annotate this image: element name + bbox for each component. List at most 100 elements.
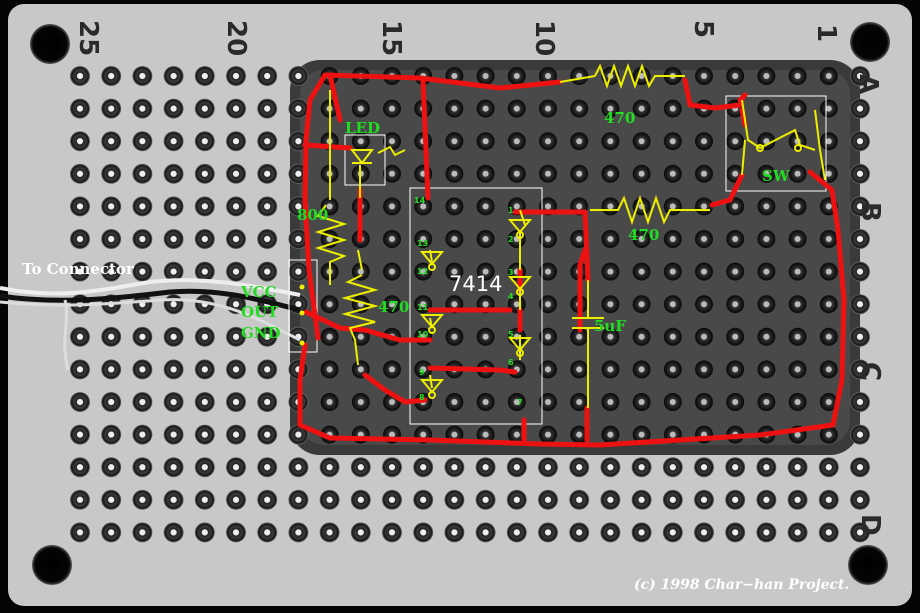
- board-hole-center: [482, 138, 489, 145]
- pin-12: 12: [417, 267, 428, 276]
- board-hole-center: [701, 73, 707, 79]
- to-connector-label: To Connector: [22, 260, 135, 278]
- board-hole: [850, 261, 870, 282]
- board-hole-center: [576, 170, 583, 177]
- board-hole-center: [607, 170, 614, 177]
- board-hole-center: [576, 431, 583, 438]
- board-hole-center: [420, 268, 427, 275]
- row-letter-d: D: [855, 514, 885, 536]
- board-hole-center: [513, 431, 520, 438]
- board-hole-center: [357, 399, 364, 405]
- resistor-470-left-label: 470: [378, 298, 409, 316]
- pin-9: 9: [419, 368, 425, 377]
- board-hole: [194, 424, 215, 445]
- board-hole-center: [638, 236, 645, 242]
- board-hole: [194, 261, 215, 282]
- board-hole-center: [638, 268, 645, 275]
- board-hole: [288, 98, 309, 119]
- board-hole-center: [513, 105, 520, 112]
- board-hole-center: [669, 138, 676, 145]
- board-hole: [850, 229, 870, 249]
- board-hole-center: [763, 236, 770, 242]
- board-hole: [694, 489, 714, 510]
- row-letter-b: B: [855, 202, 885, 222]
- board-hole-center: [763, 268, 770, 275]
- board-hole: [101, 424, 122, 445]
- board-hole: [444, 457, 465, 478]
- board-hole: [787, 457, 808, 478]
- board-hole: [163, 424, 184, 445]
- board-hole: [194, 131, 215, 152]
- board-hole: [226, 457, 246, 478]
- board-hole-center: [825, 431, 832, 438]
- board-hole-center: [669, 268, 676, 275]
- board-hole-center: [638, 333, 645, 340]
- board-hole: [194, 294, 215, 315]
- board-hole: [257, 229, 278, 249]
- board-hole-center: [763, 170, 770, 177]
- board-hole: [850, 196, 870, 217]
- board-hole-center: [482, 105, 489, 112]
- board-hole: [132, 229, 153, 249]
- board-hole-center: [794, 333, 801, 340]
- board-hole-center: [701, 203, 707, 210]
- board-hole-center: [732, 301, 739, 308]
- mount-hole-top-right: [850, 22, 890, 62]
- resistor-470-mid-label: 470: [628, 226, 659, 244]
- board-hole-center: [451, 236, 458, 242]
- board-hole: [163, 261, 184, 282]
- board-hole: [538, 522, 558, 543]
- board-hole: [194, 392, 215, 412]
- vcc-label: VCC: [240, 283, 277, 301]
- board-hole-center: [607, 268, 614, 275]
- board-hole-center: [607, 431, 614, 438]
- pin-10: 10: [417, 330, 429, 339]
- board-hole: [350, 489, 371, 510]
- board-hole: [132, 98, 153, 119]
- board-hole: [850, 98, 870, 119]
- board-hole: [850, 131, 870, 152]
- led-label: LED: [345, 119, 380, 137]
- board-hole-center: [669, 301, 676, 308]
- board-hole-center: [545, 236, 551, 242]
- board-hole: [101, 98, 122, 119]
- inverter-gates: [419, 219, 533, 399]
- board-hole-center: [763, 301, 770, 308]
- board-hole: [226, 424, 246, 445]
- board-hole-center: [669, 399, 676, 405]
- board-hole-center: [451, 268, 458, 275]
- board-hole: [70, 66, 90, 86]
- board-hole: [101, 196, 122, 217]
- board-hole: [257, 261, 278, 282]
- board-hole-center: [763, 399, 770, 405]
- board-hole: [163, 522, 184, 543]
- led-box: [344, 134, 386, 186]
- board-hole-center: [357, 366, 364, 373]
- board-hole: [506, 489, 527, 510]
- board-hole-center: [607, 203, 614, 210]
- board-hole: [194, 326, 215, 347]
- board-hole-center: [451, 333, 458, 340]
- board-hole-center: [825, 268, 832, 275]
- board-hole: [163, 294, 184, 315]
- switch-box: [725, 95, 827, 192]
- board-hole: [194, 196, 215, 217]
- board-hole: [132, 261, 153, 282]
- board-hole: [538, 489, 558, 510]
- board-hole: [506, 457, 527, 478]
- board-hole: [163, 229, 184, 249]
- board-hole: [132, 424, 153, 445]
- board-hole-center: [389, 138, 395, 145]
- board-hole: [725, 489, 746, 510]
- board-hole-center: [794, 203, 801, 210]
- board-hole-center: [451, 301, 458, 308]
- board-hole-center: [794, 431, 801, 438]
- board-hole: [506, 522, 527, 543]
- board-hole: [382, 489, 402, 510]
- row-letter-a: A: [853, 74, 883, 94]
- board-hole-center: [326, 203, 333, 210]
- board-hole: [70, 261, 90, 282]
- board-hole: [101, 163, 122, 184]
- board-hole-center: [638, 170, 645, 177]
